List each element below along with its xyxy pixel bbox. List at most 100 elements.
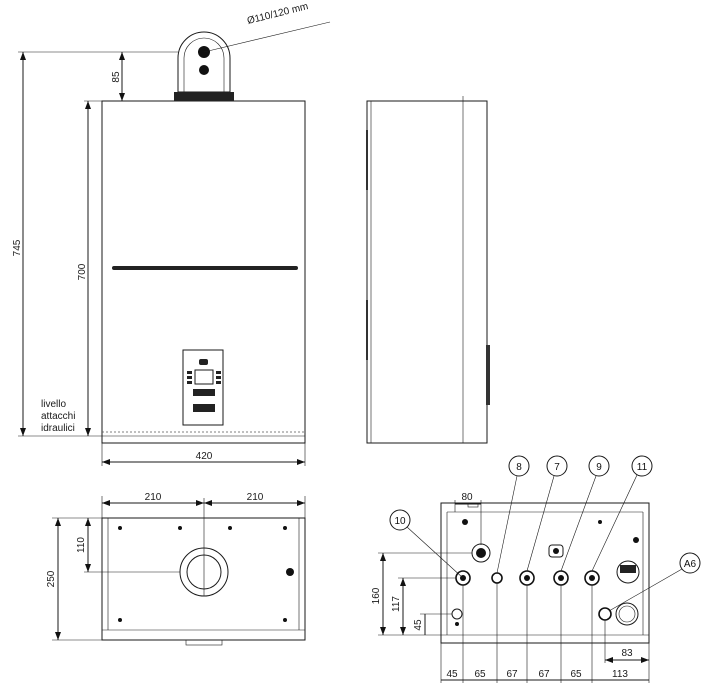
arrow-85-top <box>119 52 125 60</box>
bottom-drain-tap-core <box>455 622 459 626</box>
arrow-160-bottom <box>380 627 386 635</box>
top-fixing-hole <box>286 568 294 576</box>
arrow-160-top <box>380 553 386 561</box>
callout-7: 7 <box>526 455 568 572</box>
callout-10: 10 <box>389 509 464 579</box>
top-screw-5 <box>118 618 122 622</box>
arrow-83-left <box>605 657 613 663</box>
hydraulic-level-label-3: idraulici <box>41 423 75 434</box>
flue-diameter-leader <box>203 21 331 53</box>
callout-8: 8 <box>496 455 530 574</box>
arrow-250-top <box>55 518 61 526</box>
dim-bottom-1: 45 <box>446 669 458 680</box>
panel-button-left-3 <box>187 381 192 384</box>
dim-flue-offset: 110 <box>76 537 87 553</box>
callout-8-label: 8 <box>516 462 522 473</box>
dim-total-height: 745 <box>12 239 23 256</box>
bottom-view: 10 8 7 9 11 A6 <box>371 455 701 683</box>
top-rear-bracket <box>185 639 223 646</box>
control-panel <box>182 349 224 426</box>
panel-button-left-2 <box>187 376 192 379</box>
callout-10-label: 10 <box>394 516 406 527</box>
side-rear-vent <box>486 345 490 405</box>
callout-8-circle <box>508 455 530 477</box>
arrow-110-bottom <box>85 564 91 572</box>
callout-7-circle <box>546 455 568 477</box>
brand-logo-badge <box>193 404 215 412</box>
dim-right-83: 83 <box>621 648 633 659</box>
arrow-420-right <box>297 459 305 465</box>
callout-a6: A6 <box>608 552 701 612</box>
callout-11-circle <box>631 455 653 477</box>
drain-a6-pipe <box>598 607 612 621</box>
bottom-pump-cap <box>620 565 636 573</box>
flue-base-flange <box>174 92 234 101</box>
connection-7-core <box>524 575 530 581</box>
callout-a6-label: A6 <box>684 559 697 570</box>
dim-bottom-2: 65 <box>474 669 486 680</box>
callout-7-label: 7 <box>554 462 560 473</box>
bottom-screw-3 <box>633 537 639 543</box>
arrow-110-top <box>85 518 91 526</box>
side-latch-lower <box>366 300 368 360</box>
hydraulic-level-label-2: attacchi <box>41 411 75 422</box>
front-panel-bar <box>112 266 298 270</box>
boiler-top-body <box>101 517 306 641</box>
arrow-700-top <box>85 101 91 109</box>
callout-9-label: 9 <box>596 462 602 473</box>
callout-9-leader <box>560 475 597 572</box>
arrow-745-bottom <box>20 428 26 436</box>
callout-a6-circle <box>679 552 701 574</box>
panel-button-right-3 <box>216 381 221 384</box>
arrow-210-mid-left <box>196 500 204 506</box>
dim-bottom-4: 67 <box>538 669 550 680</box>
bottom-pump-outer <box>616 560 640 584</box>
drain-a6-outer <box>615 602 639 626</box>
control-panel-led <box>199 359 208 365</box>
boiler-bottom-body <box>440 502 650 644</box>
arrow-83-right <box>641 657 649 663</box>
top-view: 210 210 250 110 <box>46 492 306 646</box>
dim-bottom-6: 113 <box>612 669 628 680</box>
front-view: 745 85 700 420 livello attacchi idraulic… <box>12 1 331 466</box>
arrow-210-right <box>297 500 305 506</box>
top-screw-3 <box>228 526 232 530</box>
side-view <box>366 96 490 444</box>
top-screw-4 <box>283 526 287 530</box>
arrow-250-bottom <box>55 632 61 640</box>
hydraulic-level-label-1: livello <box>41 399 66 410</box>
dim-bottom-5: 65 <box>570 669 582 680</box>
connection-11-core <box>589 575 595 581</box>
bottom-valve-box <box>548 544 564 558</box>
dim-body-height: 700 <box>77 263 88 280</box>
arrow-420-left <box>102 459 110 465</box>
flue-pipe-section-lower <box>199 65 209 75</box>
control-panel-knobs <box>193 389 215 396</box>
flue-assembly <box>174 31 234 101</box>
dim-top-80: 80 <box>461 492 473 503</box>
callout-8-leader <box>496 475 518 574</box>
drain-a6-inner <box>618 605 636 623</box>
callout-7-leader <box>526 475 555 572</box>
callout-11-label: 11 <box>637 462 648 473</box>
arrow-745-top <box>20 52 26 60</box>
dim-width: 420 <box>196 451 213 462</box>
dim-depth: 250 <box>46 570 57 587</box>
panel-button-right-1 <box>216 371 221 374</box>
boiler-side-body <box>366 100 488 444</box>
callout-9-circle <box>588 455 610 477</box>
bottom-drain-tap <box>451 608 463 620</box>
bottom-valve-core <box>553 548 559 554</box>
bottom-screw-2 <box>598 520 602 524</box>
dim-flue-height: 85 <box>111 71 122 83</box>
control-panel-frame <box>182 349 224 426</box>
dim-half-left: 210 <box>145 492 162 503</box>
flue-elbow-inner <box>183 37 225 92</box>
callout-10-leader <box>406 526 464 579</box>
arrow-700-bottom <box>85 428 91 436</box>
callout-11: 11 <box>591 455 653 572</box>
top-screw-6 <box>283 618 287 622</box>
dim-left-45: 45 <box>413 619 424 631</box>
arrow-210-mid-right <box>204 500 212 506</box>
